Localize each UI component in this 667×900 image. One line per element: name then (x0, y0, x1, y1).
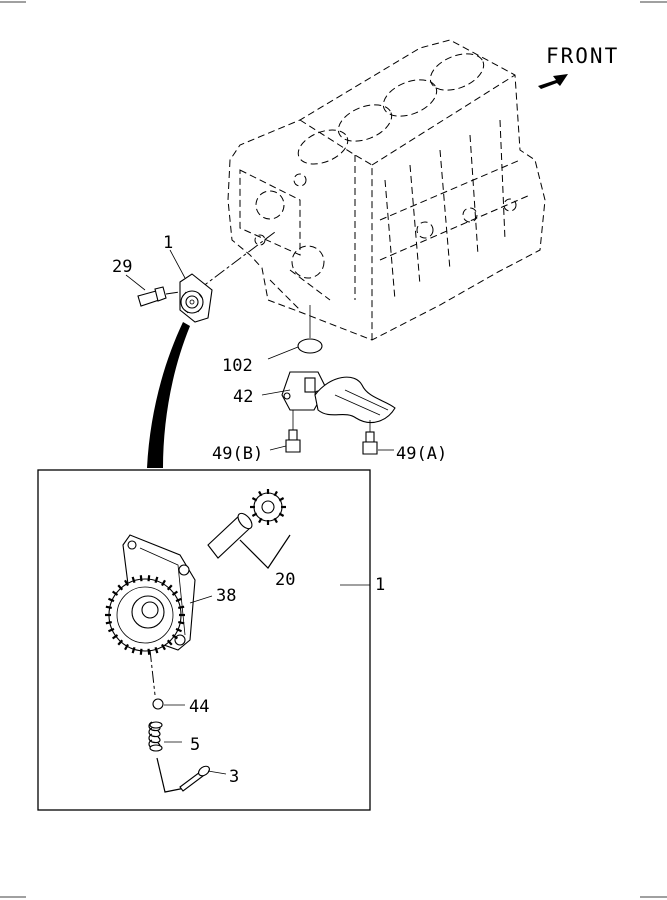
leader-lines (125, 249, 394, 775)
oil-strainer (281, 305, 396, 423)
bolt-49a (362, 420, 378, 455)
centerline-44 (149, 649, 156, 696)
bracket-20 (239, 534, 291, 569)
callout-42: 42 (233, 387, 253, 407)
front-indicator: FRONT (538, 44, 619, 89)
ball-44 (152, 698, 164, 710)
pin-3 (179, 765, 210, 792)
detail-pointer-arrow (147, 322, 190, 468)
callout-29: 29 (112, 257, 132, 277)
callout-5: 5 (190, 735, 200, 755)
o-ring-102 (297, 338, 323, 354)
callout-102: 102 (222, 356, 253, 376)
callout-38: 38 (216, 586, 236, 606)
detail-box (37, 469, 371, 811)
callout-49a: 49(A) (396, 444, 447, 464)
pump-gear (105, 575, 185, 655)
callout-3: 3 (229, 767, 239, 787)
bolt-49b (285, 410, 301, 453)
front-label: FRONT (546, 44, 619, 68)
callout-1-box: 1 (375, 575, 385, 595)
oil-pump-assembly-small (179, 273, 213, 323)
front-arrow-icon (538, 74, 568, 89)
bolt-29 (137, 286, 181, 307)
callout-1-top: 1 (163, 233, 173, 253)
shaft-20 (207, 512, 253, 559)
callout-49b: 49(B) (212, 444, 263, 464)
bracket-5-3 (156, 757, 186, 793)
spring-5 (148, 721, 163, 752)
callout-44: 44 (189, 697, 209, 717)
callout-20: 20 (275, 570, 295, 590)
engine-block (227, 39, 546, 341)
small-gear-20 (250, 489, 286, 525)
pump-mount-line (197, 231, 276, 291)
